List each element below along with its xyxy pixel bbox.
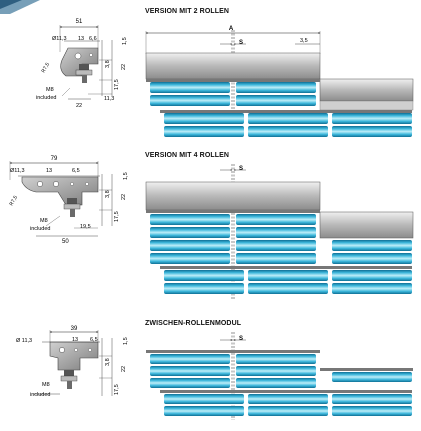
v2-dim-a: A (229, 26, 234, 32)
b2-dim-175: 17,5 (114, 211, 120, 222)
b1-dim-13: 13 (78, 36, 84, 42)
b2-dim-65: 6,5 (72, 168, 80, 174)
b1-dim-diameter: Ø11,3 (52, 36, 67, 42)
b3-dim-38: 3,8 (105, 358, 111, 366)
b1-dim-22v: 22 (121, 64, 127, 70)
v2-dim-s: S (239, 40, 243, 46)
b3-note-included: included (30, 392, 51, 398)
b2-note-included: included (30, 226, 51, 232)
title-version-4-rollen: VERSION MIT 4 ROLLEN (145, 152, 230, 159)
title-zwischen-rollenmodul: ZWISCHEN-ROLLENMODUL (145, 320, 242, 327)
v2-dim-35: 3,5 (300, 38, 308, 44)
b2-dim-diameter: Ø11,3 (10, 168, 25, 174)
b3-dim-39: 39 (71, 326, 78, 332)
b1-note-included: included (36, 95, 57, 101)
b3-dim-diameter: Ø 11,3 (16, 338, 32, 344)
b2-dim-r75: R7,5 (9, 195, 20, 207)
b2-dim-13: 13 (46, 168, 52, 174)
b1-dim-38: 3,8 (105, 60, 111, 68)
b2-dim-22v: 22 (121, 194, 127, 200)
b3-note-m8: M8 (42, 382, 50, 388)
b3-dim-15: 1,5 (123, 337, 129, 345)
diagram-zwischen-rollenmodul (146, 332, 413, 420)
diagram-version-2-rollen (145, 30, 414, 137)
bracket-3-drawing (34, 330, 113, 396)
b3-dim-175: 17,5 (114, 384, 120, 395)
b3-dim-65: 6,5 (90, 337, 98, 343)
b2-dim-79: 79 (51, 156, 58, 162)
b1-dim-22h: 22 (76, 103, 82, 109)
b2-dim-50: 50 (62, 239, 69, 245)
b3-dim-22v: 22 (121, 366, 127, 372)
b1-dim-113: 11,3 (104, 96, 114, 102)
b1-dim-51: 51 (76, 19, 83, 25)
zw-dim-s: S (239, 336, 243, 342)
b2-note-m8: M8 (40, 218, 48, 224)
b1-dim-175: 17,5 (114, 79, 120, 90)
v4-dim-s: S (239, 166, 243, 172)
b2-dim-15: 1,5 (123, 172, 129, 180)
corner-accent-graphic (0, 0, 40, 14)
b2-dim-195: 19,5 (80, 224, 91, 230)
bracket-1-drawing (59, 25, 113, 100)
title-version-2-rollen: VERSION MIT 2 ROLLEN (145, 8, 230, 15)
b1-dim-15: 1,5 (122, 37, 128, 45)
b3-dim-13: 13 (72, 337, 78, 343)
b2-dim-38: 3,8 (105, 190, 111, 198)
diagram-version-4-rollen (145, 164, 414, 300)
b1-note-m8: M8 (46, 87, 54, 93)
b1-dim-r75: R7,5 (41, 62, 52, 74)
b1-dim-66: 6,6 (89, 36, 97, 42)
bracket-2-drawing (9, 161, 113, 237)
